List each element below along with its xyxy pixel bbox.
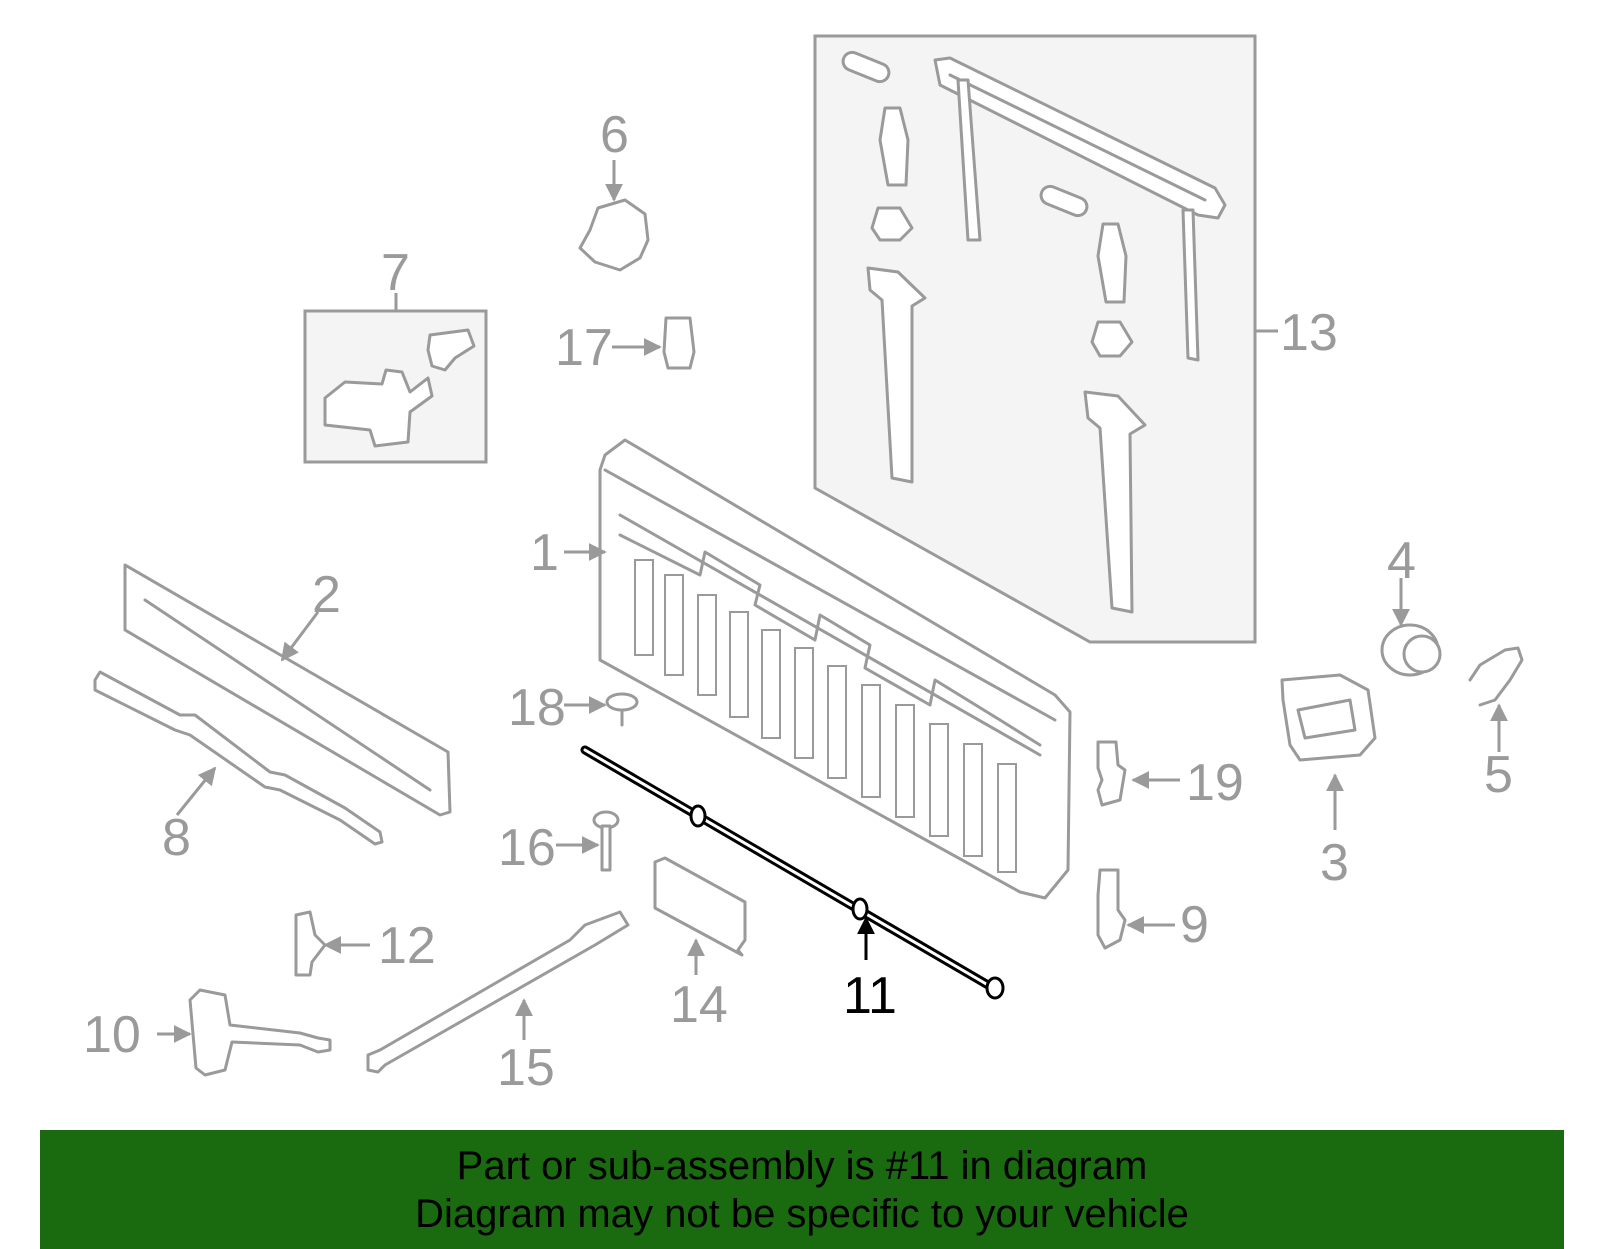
part-13-right-post — [1181, 208, 1200, 362]
part-6-latch — [578, 198, 650, 272]
part-13-left-post — [956, 78, 982, 242]
part-13-group — [813, 34, 1257, 644]
part-8-rod — [93, 670, 384, 846]
callout-17: 17 — [555, 319, 613, 377]
callout-10: 10 — [83, 1006, 141, 1064]
part-19-clip — [1096, 740, 1127, 807]
part-13-bracket-3 — [1096, 222, 1128, 304]
callout-9: 9 — [1180, 896, 1209, 954]
callout-7: 7 — [381, 244, 410, 302]
callout-16: 16 — [498, 819, 556, 877]
part-16-bolt — [592, 810, 620, 872]
part-7-clip — [426, 328, 476, 372]
part-13-pin-2 — [1039, 184, 1089, 218]
callout-labels: 1 2 3 4 5 6 7 8 9 10 11 12 13 14 15 16 1… — [83, 106, 1513, 1097]
callout-12: 12 — [378, 917, 436, 975]
callout-14: 14 — [670, 976, 728, 1034]
callout-8: 8 — [162, 809, 191, 867]
part-1-outline — [598, 438, 1072, 900]
part-10-cable — [188, 988, 332, 1077]
leaders — [157, 160, 1508, 1043]
callout-4: 4 — [1387, 532, 1416, 590]
part-13-bracket-1 — [878, 106, 910, 187]
part-2-panel — [123, 563, 452, 817]
callout-15: 15 — [497, 1039, 555, 1097]
banner-line-1: Part or sub-assembly is #11 in diagram — [456, 1143, 1148, 1188]
part-17-bumper — [662, 316, 696, 370]
part-15-rod — [366, 910, 630, 1074]
part-5-clip — [1468, 646, 1524, 707]
callout-13: 13 — [1280, 304, 1338, 362]
part-13-bracket-4 — [1090, 320, 1134, 358]
callout-18: 18 — [508, 679, 566, 737]
part-7-group — [303, 309, 488, 464]
part-7-bracket — [323, 368, 434, 448]
part-1-ribs — [634, 559, 1017, 873]
part-9-bracket — [1096, 868, 1127, 950]
part-4-lock — [1380, 623, 1442, 677]
callout-5: 5 — [1484, 746, 1513, 804]
callout-19: 19 — [1186, 754, 1244, 812]
part-11-cable — [580, 745, 1005, 1000]
part-3-handle — [1280, 673, 1377, 762]
info-banner: Part or sub-assembly is #11 in diagram D… — [40, 1130, 1564, 1249]
part-13-bracket-2 — [870, 206, 914, 242]
callout-11: 11 — [843, 967, 897, 1025]
banner-line-2: Diagram may not be specific to your vehi… — [415, 1191, 1189, 1236]
part-13-pin-1 — [841, 50, 891, 84]
callout-2: 2 — [312, 566, 341, 624]
part-18-pushpin — [605, 692, 639, 727]
part-13-strap-left — [866, 266, 927, 484]
part-13-strap-right — [1083, 390, 1147, 614]
callout-3: 3 — [1320, 834, 1349, 892]
callout-1: 1 — [530, 524, 559, 582]
part-12-clip — [294, 910, 327, 977]
callout-6: 6 — [600, 106, 629, 164]
part-1-tailgate — [598, 438, 1072, 900]
part-14-shield — [653, 856, 747, 957]
